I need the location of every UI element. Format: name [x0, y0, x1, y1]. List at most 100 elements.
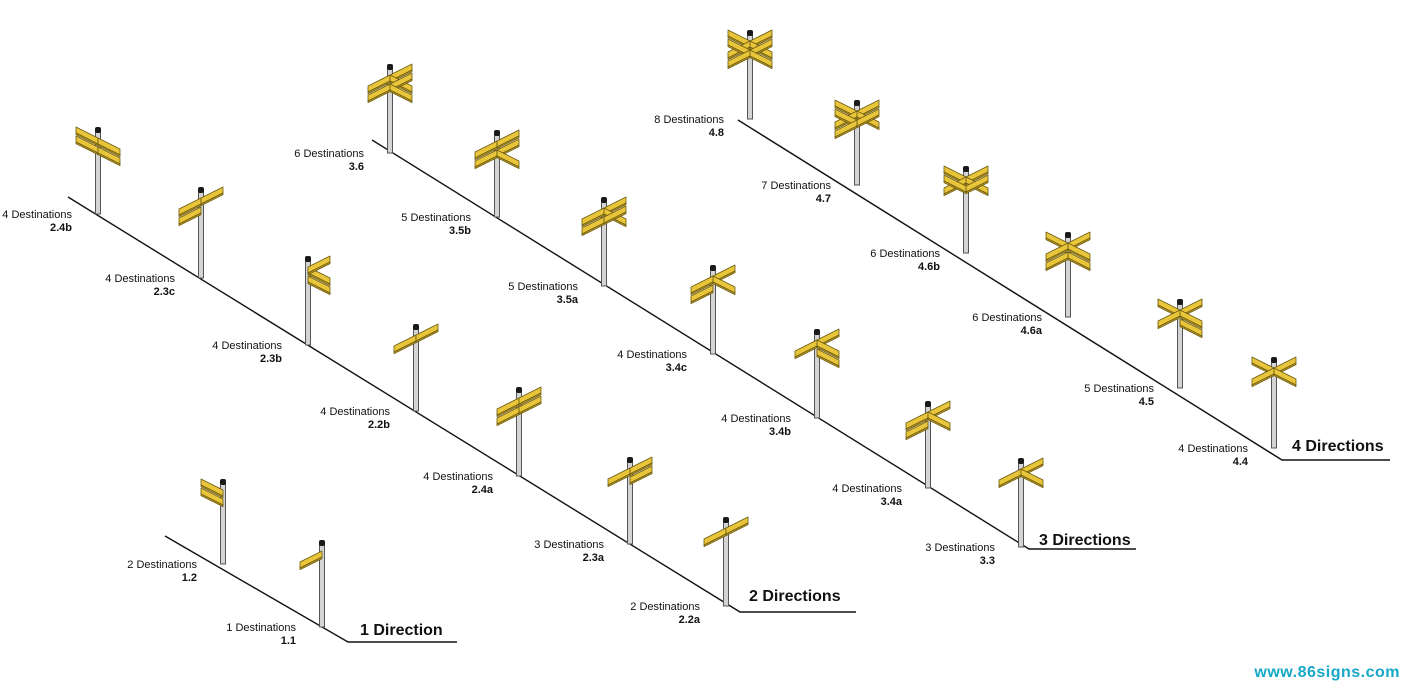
signpost-code: 4.6a: [1021, 325, 1043, 337]
sign-blade-edge: [965, 180, 989, 195]
destinations-label: 4 Destinations: [617, 349, 687, 361]
sign-blade-edge: [1067, 257, 1091, 272]
sign-blade-edge: [200, 493, 224, 508]
signpost-cap: [1271, 357, 1277, 363]
sign-blade-edge: [816, 354, 840, 369]
sign-blade-edge: [496, 155, 520, 170]
sign-blade-edge: [415, 329, 439, 344]
destinations-label: 6 Destinations: [972, 312, 1042, 324]
sign-blade-edge: [299, 556, 323, 570]
signpost: [75, 126, 121, 215]
signpost: [496, 386, 542, 477]
sign-blade-edge: [1067, 248, 1091, 263]
signpost-code: 2.3c: [154, 286, 175, 298]
signpost-cap: [387, 64, 393, 70]
sign-blade-edge: [200, 192, 224, 207]
signpost-code: 1.1: [281, 635, 296, 647]
group-title: 2 Directions: [749, 588, 841, 605]
signpost: [1251, 356, 1297, 449]
destinations-label: 2 Destinations: [630, 601, 700, 613]
sign-blade-edge: [581, 222, 605, 237]
signpost-code: 3.5a: [557, 294, 579, 306]
signpost-cap: [95, 127, 101, 133]
signpost-cap: [601, 197, 607, 203]
signpost-cap: [413, 324, 419, 330]
signpost-code: 2.3a: [583, 552, 605, 564]
destinations-label: 4 Destinations: [212, 340, 282, 352]
destinations-label: 3 Destinations: [925, 542, 995, 554]
sign-blade-edge: [816, 345, 840, 360]
ground-rail: [67, 196, 856, 613]
destinations-label: 5 Destinations: [1084, 383, 1154, 395]
signpost-code: 2.4b: [50, 222, 72, 234]
group-title: 4 Directions: [1292, 438, 1384, 455]
signpost-code: 4.8: [709, 127, 724, 139]
sign-blade-edge: [690, 290, 714, 305]
sign-blade-edge: [307, 261, 331, 276]
destinations-label: 6 Destinations: [870, 248, 940, 260]
signpost: [834, 99, 880, 186]
signpost-cap: [814, 329, 820, 335]
sign-blade-edge: [1020, 474, 1044, 489]
signpost-cap: [723, 517, 729, 523]
destinations-label: 4 Destinations: [105, 273, 175, 285]
signpost-cap: [710, 265, 716, 271]
signpost-cap: [1018, 458, 1024, 464]
signpost: [607, 456, 653, 545]
signpost-code: 2.3b: [260, 353, 282, 365]
signpost-code: 2.2b: [368, 419, 390, 431]
signpost-cap: [516, 387, 522, 393]
signpost: [305, 255, 331, 346]
sign-blade-edge: [1179, 324, 1203, 339]
sign-blade-edge: [1179, 315, 1203, 330]
sign-blade-edge: [389, 89, 413, 103]
signpost: [998, 457, 1044, 548]
group-title: 3 Directions: [1039, 532, 1131, 549]
website-link[interactable]: www.86signs.com: [1254, 664, 1400, 681]
destinations-label: 8 Destinations: [654, 114, 724, 126]
signpost: [703, 516, 749, 607]
signpost: [1157, 298, 1203, 389]
signpost-cap: [627, 457, 633, 463]
direction-group: 3 Directions 6 Destinations 3.6 5 Destinati…: [294, 63, 1136, 567]
destinations-label: 2 Destinations: [127, 559, 197, 571]
signpost: [1045, 231, 1091, 318]
group-title: 1 Direction: [360, 622, 443, 639]
signpost-cap: [1065, 232, 1071, 238]
signpost-code: 1.2: [182, 572, 197, 584]
signpost-code: 3.4a: [881, 496, 903, 508]
destinations-label: 5 Destinations: [508, 281, 578, 293]
signpost: [200, 478, 226, 565]
signpost: [393, 323, 439, 412]
signpost-code: 2.2a: [679, 614, 701, 626]
destinations-label: 5 Destinations: [401, 212, 471, 224]
sign-blade-edge: [97, 143, 121, 158]
destinations-label: 4 Destinations: [721, 413, 791, 425]
signpost: [690, 264, 736, 355]
signpost: [727, 29, 773, 120]
signpost: [581, 196, 627, 287]
sign-blade-edge: [518, 401, 542, 416]
signpost-code: 3.6: [349, 161, 364, 173]
destinations-label: 3 Destinations: [534, 539, 604, 551]
signpost-cap: [305, 256, 311, 262]
signpost-cap: [198, 187, 204, 193]
destinations-label: 7 Destinations: [761, 180, 831, 192]
signpost-code: 3.3: [980, 555, 995, 567]
signpost-code: 4.6b: [918, 261, 940, 273]
signpost-code: 4.7: [816, 193, 831, 205]
sign-blade-edge: [518, 392, 542, 407]
destinations-label: 1 Destinations: [226, 622, 296, 634]
signpost-cap: [220, 479, 226, 485]
sign-blade-edge: [629, 471, 653, 486]
sign-blade-edge: [307, 281, 331, 296]
signpost-cap: [854, 100, 860, 106]
destinations-label: 4 Destinations: [1178, 443, 1248, 455]
signpost-cap: [319, 540, 325, 546]
signpost: [178, 186, 224, 279]
signpost: [905, 400, 951, 489]
signpost-cap: [963, 166, 969, 172]
signpost-code: 2.4a: [472, 484, 494, 496]
